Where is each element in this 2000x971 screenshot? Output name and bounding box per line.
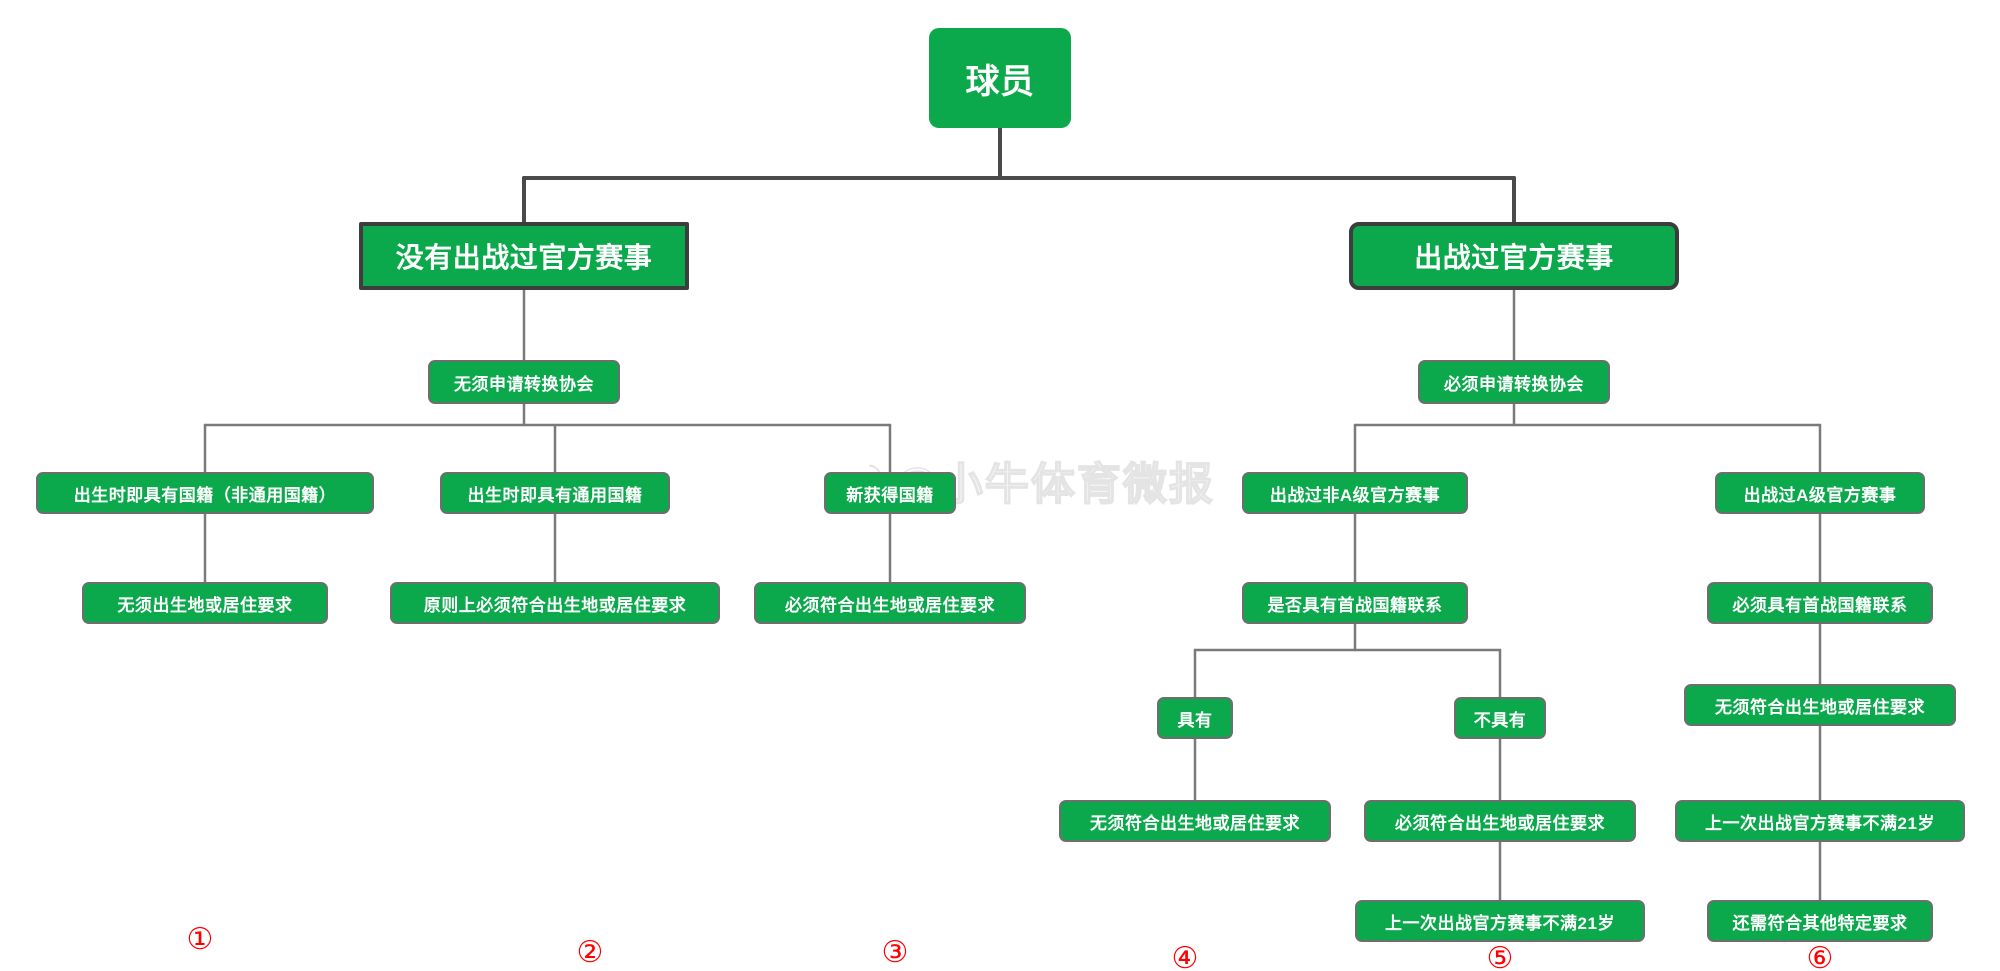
node-must-association-switch[interactable]: 必须申请转换协会	[1418, 360, 1610, 404]
marker-6: ⑥	[1806, 941, 1834, 971]
marker-4: ④	[1171, 941, 1199, 971]
node-played-a-level-match[interactable]: 出战过A级官方赛事	[1715, 472, 1925, 514]
node-must-have-first-match-nationality-link[interactable]: 必须具有首战国籍联系	[1707, 582, 1933, 624]
node-played-non-a-level-match[interactable]: 出战过非A级官方赛事	[1242, 472, 1468, 514]
node-has-official-match[interactable]: 出战过官方赛事	[1349, 222, 1679, 290]
node-no-birthplace-residence-required-right[interactable]: 无须符合出生地或居住要求	[1684, 684, 1956, 726]
node-root-player[interactable]: 球员	[929, 28, 1071, 128]
marker-1: ①	[186, 922, 214, 957]
node-no-birthplace-residence-requirement[interactable]: 无须出生地或居住要求	[82, 582, 328, 624]
node-principally-must-meet-birthplace-residence[interactable]: 原则上必须符合出生地或居住要求	[390, 582, 720, 624]
node-birth-nationality-non-common[interactable]: 出生时即具有国籍（非通用国籍）	[36, 472, 374, 514]
node-must-meet-birthplace-residence-left[interactable]: 必须符合出生地或居住要求	[754, 582, 1026, 624]
node-birth-common-nationality[interactable]: 出生时即具有通用国籍	[440, 472, 670, 514]
node-no-association-switch[interactable]: 无须申请转换协会	[428, 360, 620, 404]
node-question-first-match-nationality-link[interactable]: 是否具有首战国籍联系	[1242, 582, 1468, 624]
node-has-link-yes[interactable]: 具有	[1157, 697, 1233, 739]
node-has-link-no[interactable]: 不具有	[1454, 697, 1546, 739]
marker-5: ⑤	[1486, 941, 1514, 971]
node-must-meet-birthplace-residence-right[interactable]: 必须符合出生地或居住要求	[1364, 800, 1636, 842]
marker-3: ③	[881, 935, 909, 970]
node-newly-acquired-nationality[interactable]: 新获得国籍	[824, 472, 956, 514]
marker-2: ②	[576, 935, 604, 970]
node-no-need-meet-birthplace-residence[interactable]: 无须符合出生地或居住要求	[1059, 800, 1331, 842]
node-no-official-match[interactable]: 没有出战过官方赛事	[359, 222, 689, 290]
node-last-match-under-21-right[interactable]: 上一次出战官方赛事不满21岁	[1675, 800, 1965, 842]
node-last-match-under-21-middle[interactable]: 上一次出战官方赛事不满21岁	[1355, 900, 1645, 942]
node-other-specific-requirements[interactable]: 还需符合其他特定要求	[1707, 900, 1933, 942]
